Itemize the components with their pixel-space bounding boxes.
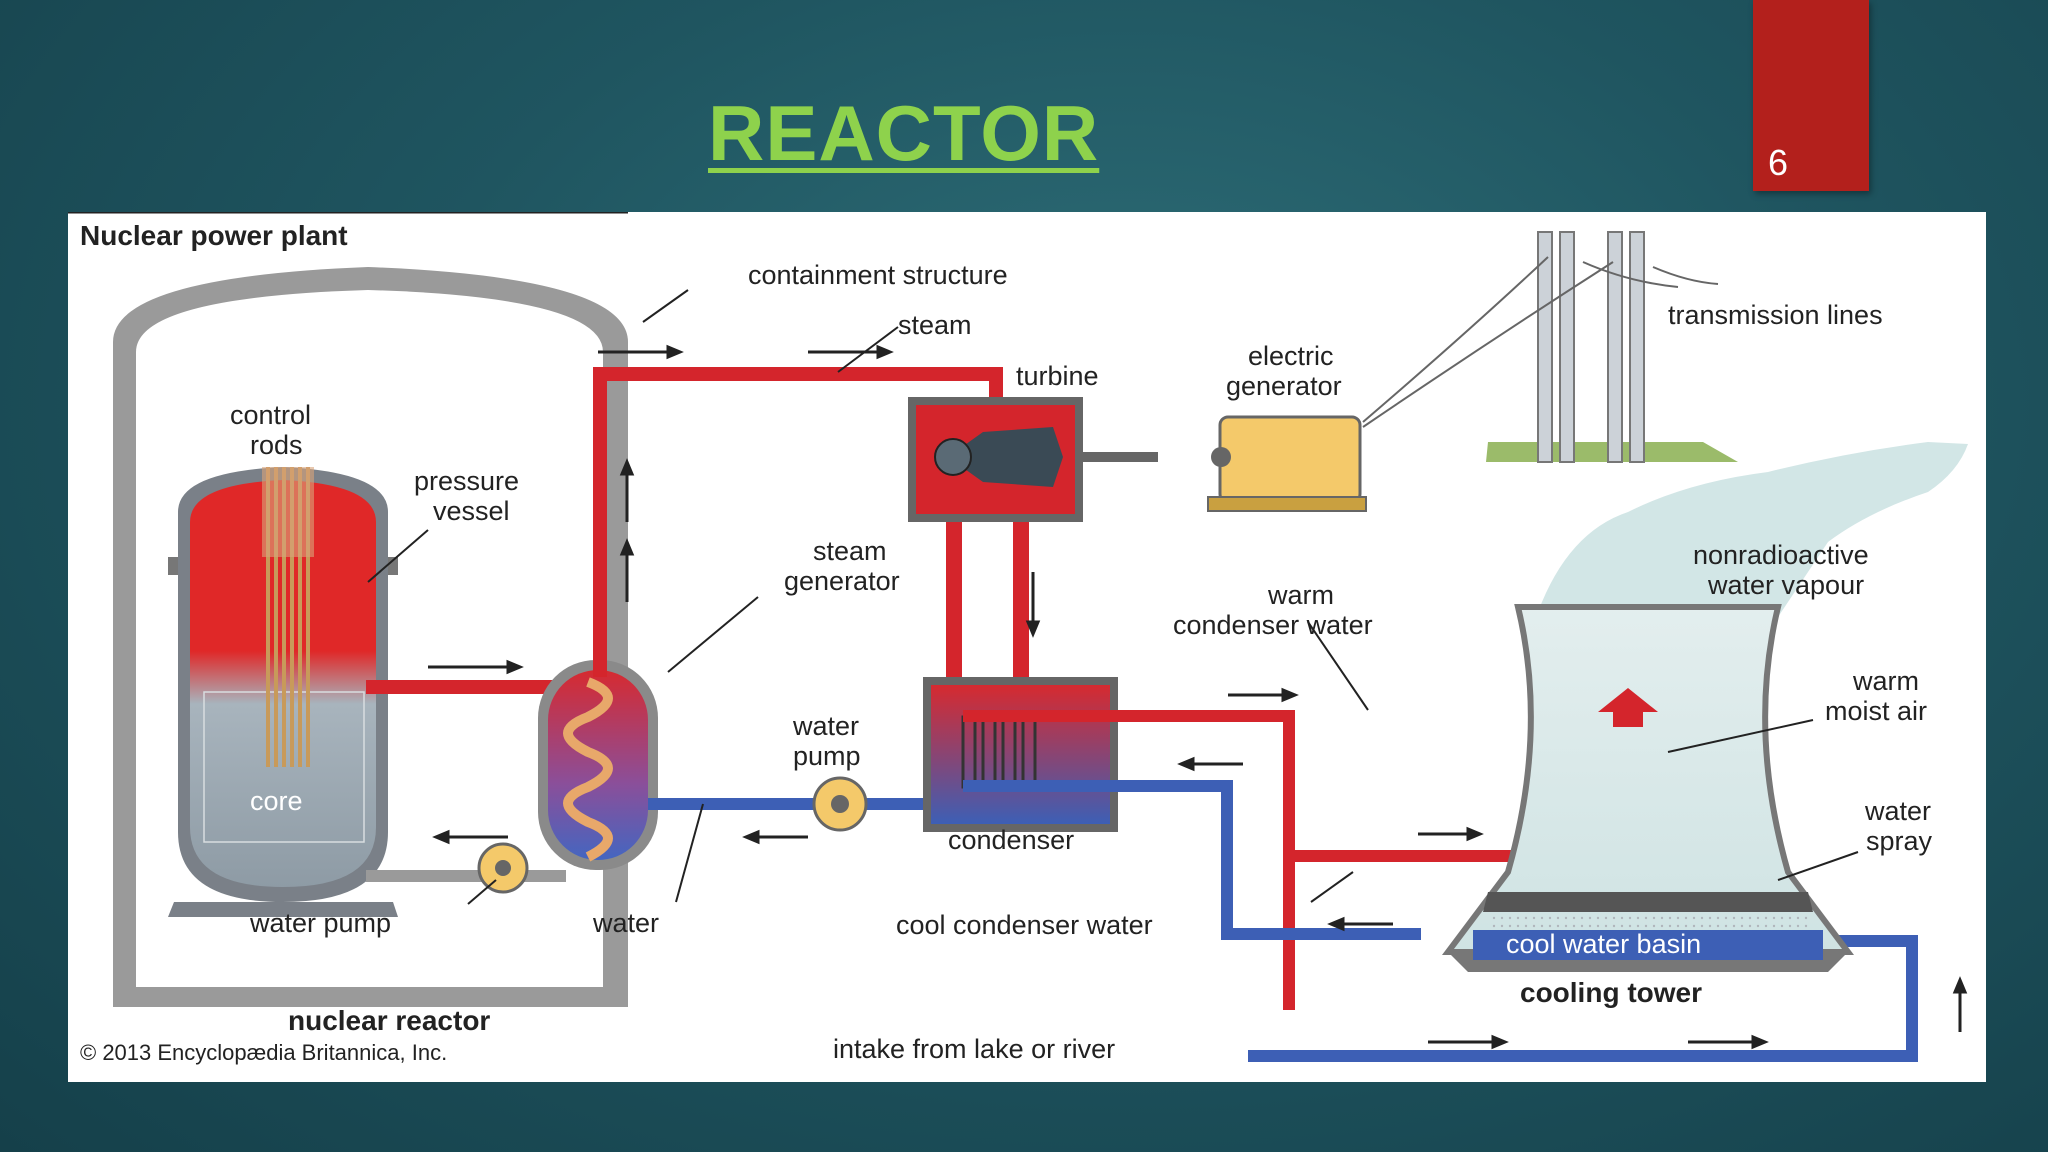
steam-generator (538, 660, 658, 870)
label-nonradioactive-2: water vapour (1707, 570, 1864, 600)
label-electric-generator-2: generator (1226, 371, 1342, 401)
cool-condenser-water-pipe (963, 780, 1421, 940)
intake-pipe (1248, 935, 1918, 1062)
label-steam-generator-2: generator (784, 566, 900, 596)
vapour-plume (1538, 442, 1968, 632)
label-control-rods-1: control (230, 400, 311, 430)
control-rods (262, 467, 314, 767)
label-warm-condenser-water-1: warm (1267, 580, 1334, 610)
label-water-spray-2: spray (1866, 826, 1933, 856)
label-control-rods-2: rods (250, 430, 303, 460)
label-core: core (250, 786, 303, 816)
leader-lines (68, 212, 1859, 905)
label-steam-generator-1: steam (813, 536, 887, 566)
label-warm-moist-air-1: warm (1852, 666, 1919, 696)
label-water-pump-mid-1: water (792, 711, 859, 741)
condenser (923, 677, 1118, 832)
cooling-tower (1442, 604, 1854, 972)
label-transmission-lines: transmission lines (1668, 300, 1883, 330)
turbine (908, 397, 1158, 522)
label-water: water (592, 908, 659, 938)
label-water-pump-left: water pump (249, 908, 391, 938)
copyright: © 2013 Encyclopædia Britannica, Inc. (80, 1040, 447, 1065)
label-cooling-tower: cooling tower (1520, 977, 1702, 1008)
label-water-pump-mid-2: pump (793, 741, 861, 771)
diagram-canvas: Nuclear power plant containment structur… (68, 212, 1968, 1065)
label-electric-generator-1: electric (1248, 341, 1334, 371)
water-pump-middle (812, 776, 868, 832)
label-nonradioactive-1: nonradioactive (1693, 540, 1869, 570)
label-warm-moist-air-2: moist air (1825, 696, 1927, 726)
label-pressure-vessel-1: pressure (414, 466, 519, 496)
turbine-exhaust-pipes (946, 522, 1029, 692)
label-warm-condenser-water-2: condenser water (1173, 610, 1373, 640)
label-cool-water-basin: cool water basin (1506, 929, 1701, 959)
slide-title: REACTOR (708, 89, 1100, 177)
flow-arrows (68, 212, 1968, 1050)
label-water-spray-1: water (1864, 796, 1931, 826)
label-turbine: turbine (1016, 361, 1099, 391)
label-cool-condenser-water: cool condenser water (896, 910, 1153, 940)
steam-pipe (593, 367, 1003, 677)
page-number: 6 (1768, 142, 1789, 183)
diagram-heading: Nuclear power plant (80, 220, 348, 251)
label-condenser: condenser (948, 825, 1074, 855)
electric-generator (1207, 415, 1367, 512)
page-number-tab (1753, 0, 1869, 191)
label-intake: intake from lake or river (833, 1034, 1115, 1064)
label-pressure-vessel-2: vessel (433, 496, 510, 526)
label-containment-structure: containment structure (748, 260, 1008, 290)
water-pump-left (477, 842, 529, 894)
label-nuclear-reactor: nuclear reactor (288, 1005, 490, 1036)
transmission-tower (1362, 231, 1738, 463)
nuclear-power-plant-diagram: Nuclear power plant containment structur… (68, 212, 1986, 1082)
label-steam: steam (898, 310, 972, 340)
